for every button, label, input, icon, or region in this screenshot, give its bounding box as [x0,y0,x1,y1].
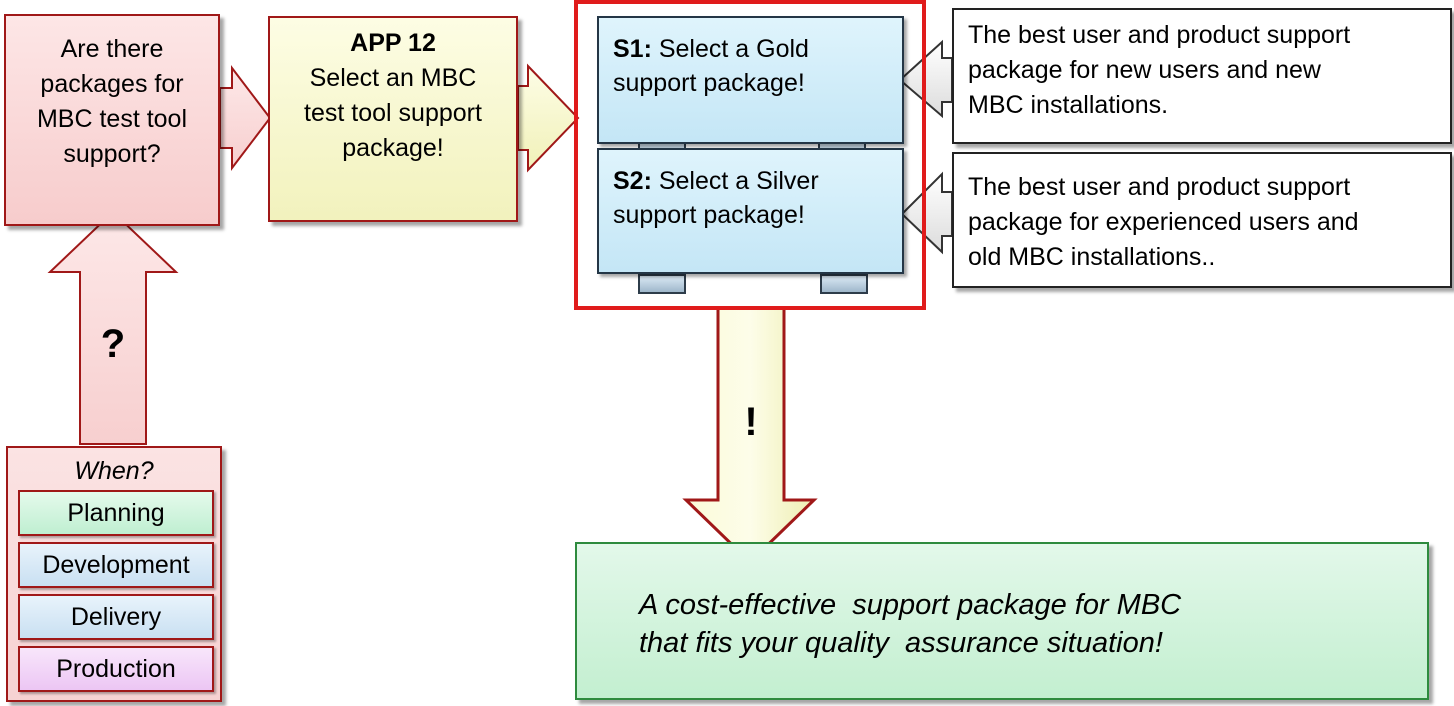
description-gold: The best user and product support packag… [952,8,1452,144]
option-code: S1: [613,35,652,63]
app-box: APP 12 Select an MBC test tool support p… [268,16,518,222]
when-panel: When? Planning Development Delivery Prod… [6,446,222,702]
description-line: package for new users and new [968,56,1321,84]
option-code: S2: [613,167,652,195]
option-foot [820,274,868,294]
option-foot [638,274,686,294]
option-text: support package! [613,201,805,229]
right-arrow-app-to-options [517,63,580,173]
description-line: MBC installations. [968,91,1169,119]
option-silver: S2: Select a Silver support package! [597,148,904,274]
option-text: Select a Gold [651,35,809,63]
down-arrow [682,306,818,565]
question-line: MBC test tool [36,105,188,133]
option-text: support package! [613,69,805,97]
app-title: APP 12 [350,29,436,57]
option-gold: S1: Select a Gold support package! [597,16,904,144]
description-line: The best user and product support [968,21,1351,49]
up-arrow [47,210,179,445]
question-line: packages for [40,70,184,98]
description-line: The best user and product support [968,173,1351,201]
description-line: old MBC installations.. [968,243,1216,271]
app-line: Select an MBC [309,64,477,92]
question-line: Are there [60,35,164,63]
question-mark: ? [100,322,126,366]
result-line: that fits your quality assurance situati… [639,627,1163,659]
result-line: A cost-effective support package for MBC [639,589,1182,621]
option-text: Select a Silver [651,167,819,195]
phase-planning: Planning [18,490,214,536]
when-title: When? [74,457,154,485]
selection-frame [574,0,926,310]
description-silver: The best user and product support packag… [952,152,1452,288]
description-line: package for experienced users and [968,208,1359,236]
question-box: Are there packages for MBC test tool sup… [4,14,220,226]
left-arrow-desc1 [898,39,953,119]
phase-production: Production [18,646,214,692]
phase-development: Development [18,542,214,588]
question-line: support? [63,140,161,168]
app-line: test tool support [304,99,482,127]
app-line: package! [342,134,444,162]
result-box: A cost-effective support package for MBC… [575,542,1429,700]
right-arrow-question-to-app [219,65,272,171]
exclamation-mark: ! [744,400,758,444]
phase-delivery: Delivery [18,594,214,640]
